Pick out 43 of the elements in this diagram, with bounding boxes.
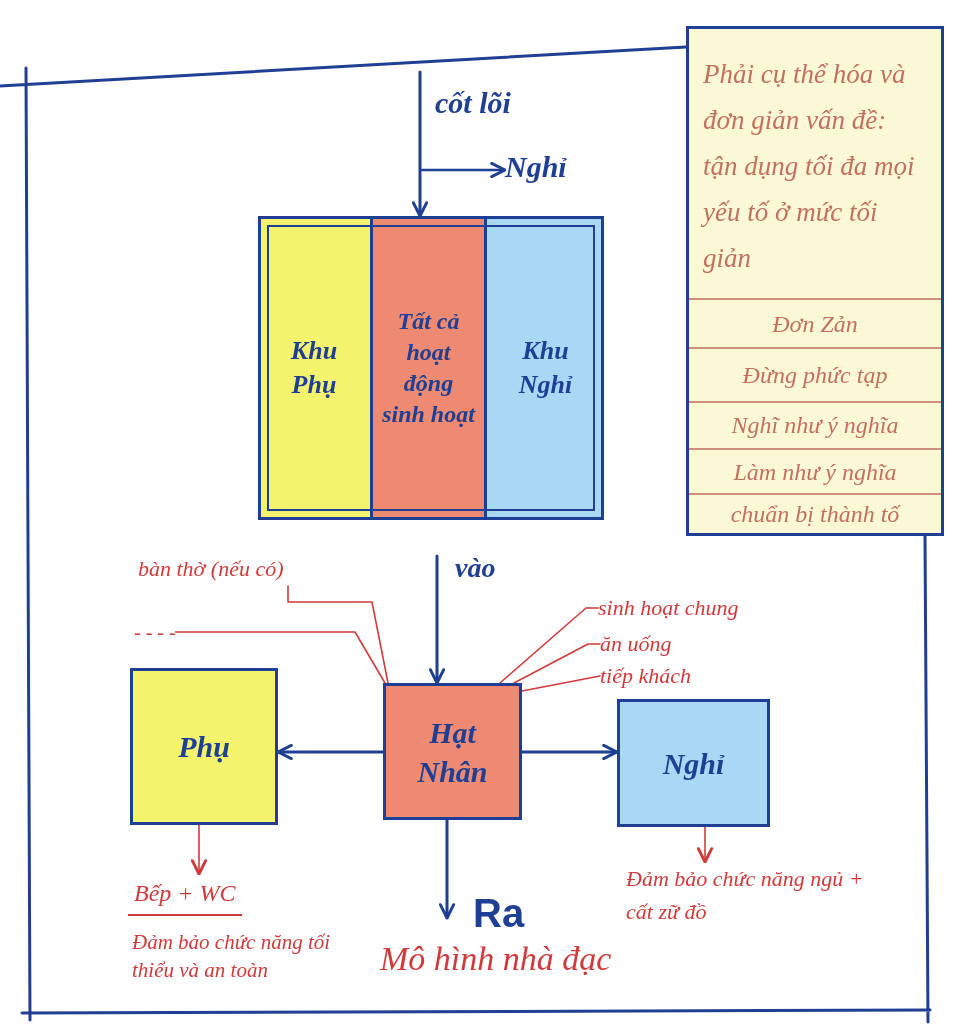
- annotation-text: Đảm bảo chức năng tối thiểu và an toàn: [132, 929, 332, 985]
- leader-line: [513, 643, 601, 684]
- leader-line: [174, 631, 386, 684]
- arrow: [276, 743, 385, 761]
- zone-box: [617, 699, 770, 827]
- leader-line: [521, 675, 601, 692]
- annotation-text: bàn thờ (nếu có): [138, 552, 284, 586]
- note-text: Phải cụ thể hóa và đơn giản vấn đề: tận dụng tối đa mọi yếu tố ở mức tối giản: [703, 58, 916, 275]
- arrow: [420, 161, 507, 179]
- arrow: [696, 826, 714, 864]
- leader-line: [499, 607, 599, 684]
- note-text: chuẩn bị thành tố: [730, 500, 900, 530]
- caption-text: Mô hình nhà đạc: [380, 940, 612, 978]
- arrow: [438, 818, 456, 920]
- zone-label: Nghỉ: [662, 745, 725, 782]
- note-text: Đừng phức tạp: [742, 360, 888, 390]
- note-text: Làm như ý nghĩa: [733, 457, 897, 487]
- zone-label: Khu Phụ: [289, 335, 339, 401]
- annotation-text: Nghỉ: [505, 146, 567, 188]
- annotation-text: ăn uống: [600, 629, 672, 659]
- annotation-text: Bếp + WC: [128, 874, 242, 916]
- leader-line: [287, 585, 389, 684]
- arrow: [411, 70, 429, 218]
- zone-column: [258, 216, 370, 520]
- zone-block: [258, 216, 604, 520]
- zone-label: Tất cả hoạt động sinh hoạt: [381, 306, 477, 430]
- annotation-text: tiếp khách: [600, 661, 692, 691]
- zone-column: [370, 216, 484, 520]
- note-panel: [686, 26, 944, 536]
- arrow: [190, 824, 208, 876]
- zone-label: Khu Nghỉ: [517, 335, 574, 401]
- zone-label: Phụ: [178, 729, 230, 765]
- arrow: [520, 743, 619, 761]
- zone-column: [484, 216, 604, 520]
- arrow: [428, 554, 446, 685]
- annotation-text: sinh hoạt chung: [598, 592, 739, 624]
- note-text: Đơn Zản: [772, 309, 858, 339]
- zone-box: [130, 668, 278, 825]
- annotation-text: Đảm bảo chức năng ngủ + cất zữ đồ: [626, 862, 888, 928]
- zone-box: [383, 683, 522, 820]
- note-text: Nghĩ như ý nghĩa: [731, 411, 899, 441]
- annotation-text: - - - -: [134, 620, 176, 644]
- zone-label: Hạt Nhân: [416, 714, 489, 790]
